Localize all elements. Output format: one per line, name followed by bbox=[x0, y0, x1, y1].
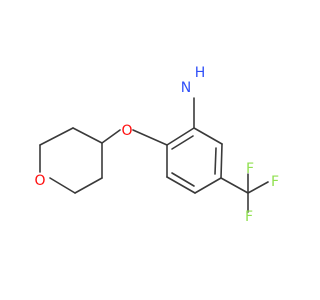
atom-label-ring-o: O bbox=[34, 173, 45, 189]
bond-c4-c5 bbox=[194, 177, 222, 194]
bond-thp-6 bbox=[72, 127, 103, 144]
molecule-diagram: H N O O F F F bbox=[34, 65, 279, 225]
atom-label-fluorine-bottom: F bbox=[245, 209, 253, 225]
bond-thp-5 bbox=[39, 127, 74, 146]
bond-cf3-f-right bbox=[247, 181, 269, 194]
atom-labels: H N O O F F F bbox=[34, 65, 279, 225]
bond-c1-o bbox=[132, 129, 168, 146]
bonds bbox=[39, 97, 269, 213]
atom-label-ether-o: O bbox=[121, 123, 132, 139]
atom-label-amine-h: H bbox=[195, 65, 206, 81]
structure-canvas: H N O O F F F bbox=[34, 65, 279, 225]
bond-c5-c6-inner bbox=[171, 172, 195, 187]
bond-c3-c4-inner bbox=[214, 147, 217, 175]
bond-c3-c4 bbox=[220, 143, 223, 179]
bond-c5-c6 bbox=[166, 176, 196, 194]
bond-thp-2 bbox=[74, 177, 103, 194]
bond-c4-cf3 bbox=[220, 177, 249, 194]
atom-label-amine-n: N bbox=[181, 80, 191, 96]
bond-c2-c3 bbox=[193, 127, 223, 145]
bond-c1-c2 bbox=[166, 127, 195, 146]
atom-label-fluorine-right: F bbox=[271, 174, 279, 190]
bond-c1-c2-inner bbox=[171, 135, 194, 150]
bond-thp-3 bbox=[49, 177, 76, 194]
bond-o-ch bbox=[101, 129, 121, 144]
atom-label-fluorine-top: F bbox=[246, 161, 254, 177]
